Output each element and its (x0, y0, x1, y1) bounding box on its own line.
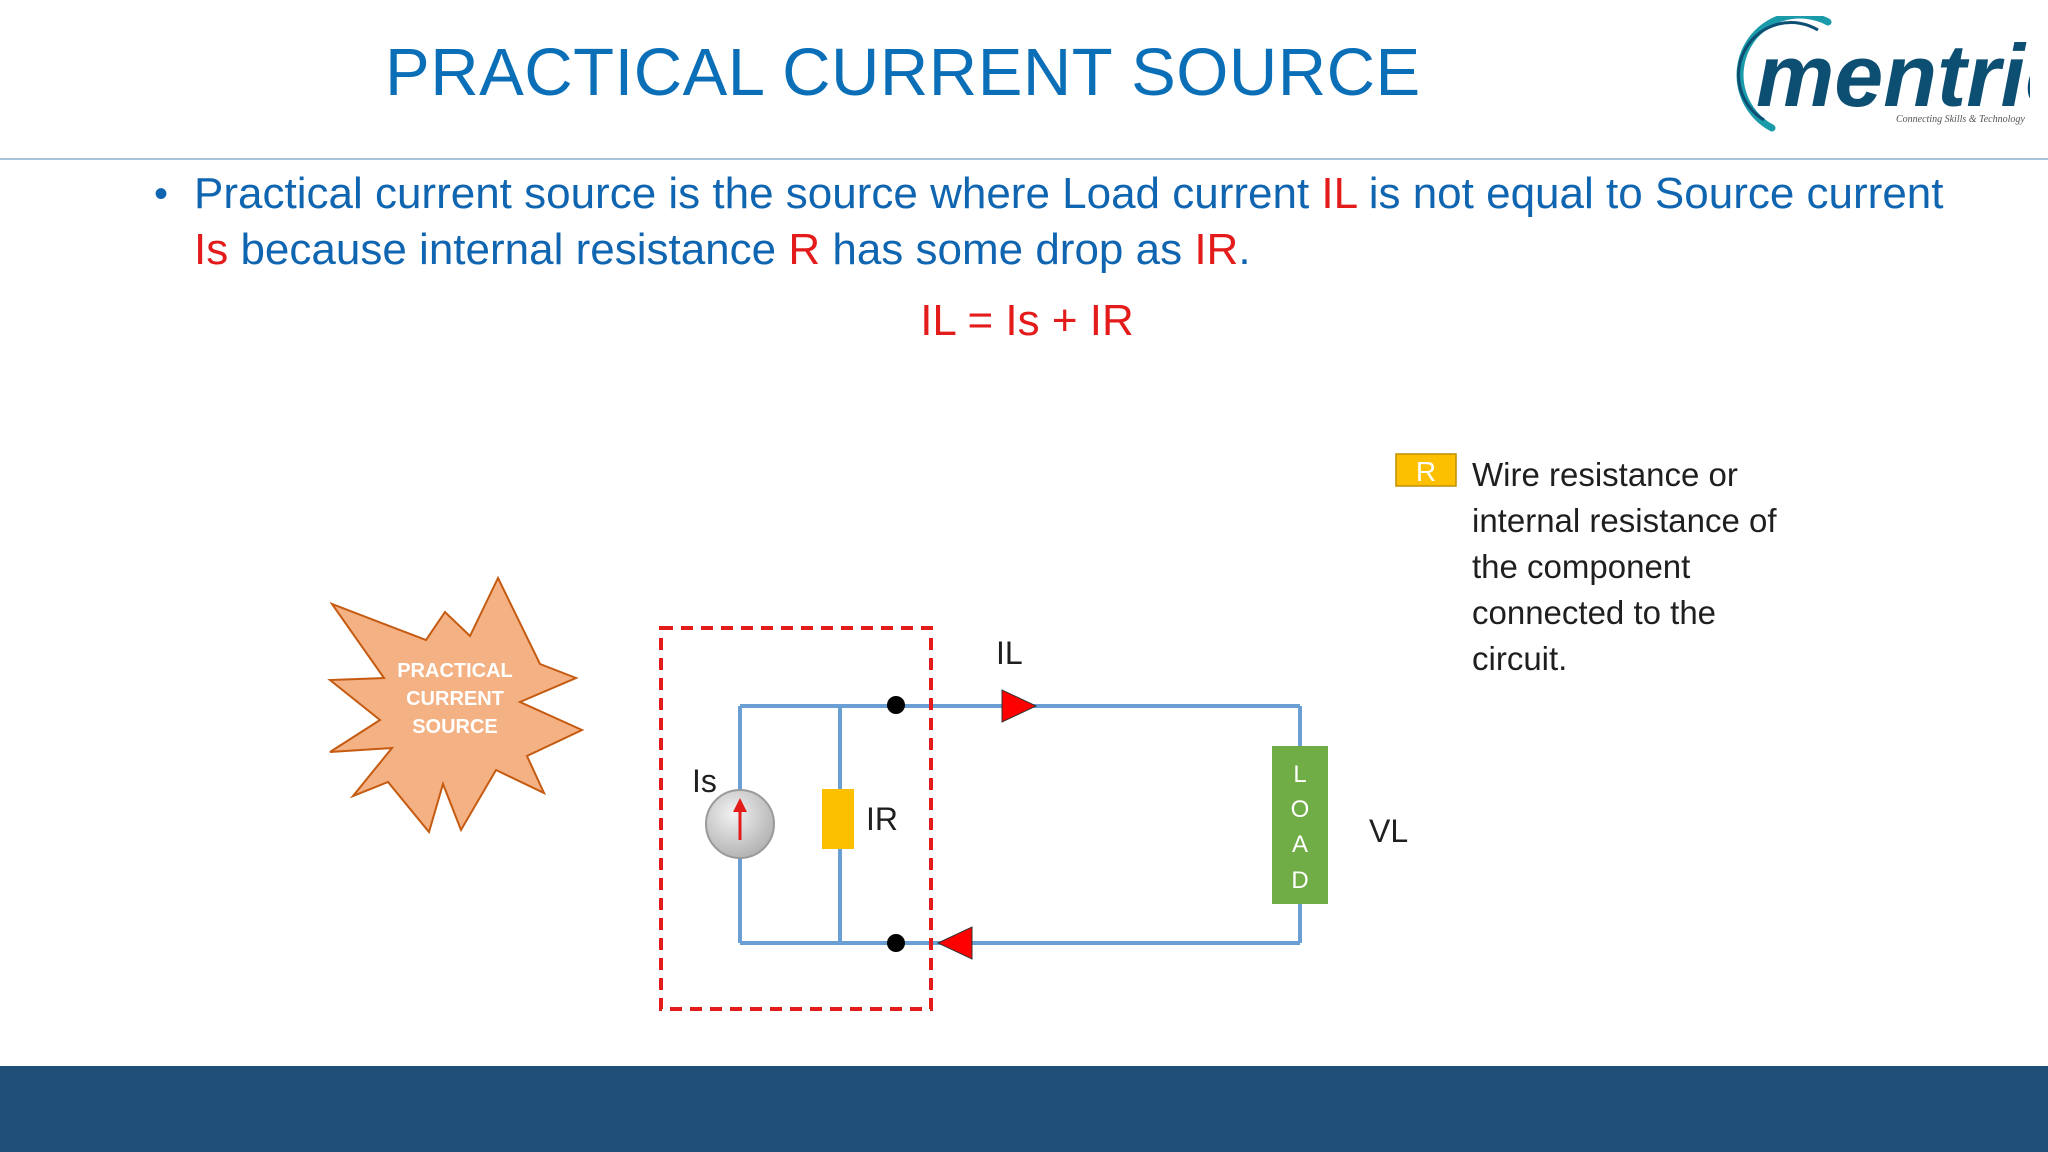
internal-resistor (822, 789, 854, 849)
header-divider (0, 158, 2048, 160)
load-resistor (1272, 746, 1328, 904)
source-label: Is (692, 763, 717, 799)
practical-source-boundary (659, 626, 933, 1011)
source-arrowhead-icon (733, 798, 747, 812)
bullet-text: Practical current source is the source w… (194, 166, 1950, 278)
starburst-line-3: SOURCE (412, 716, 498, 738)
return-current-arrow-icon (936, 926, 973, 960)
footer-bar (0, 1066, 2048, 1152)
resistor-label: IR (866, 801, 898, 837)
load-current-arrow-icon (1001, 689, 1038, 723)
load-letter-d: D (1291, 867, 1308, 894)
terminal-node-top (887, 696, 905, 714)
highlight-term: Is (194, 225, 229, 274)
logo-wordmark: mentric (1756, 26, 2030, 125)
highlight-term: R (788, 225, 821, 274)
legend-swatch (1395, 453, 1457, 487)
load-letter-l: L (1293, 761, 1306, 788)
bullet-segment: because internal resistance (228, 225, 789, 274)
bullet-segment: has some drop as (820, 225, 1195, 274)
starburst-line-2: CURRENT (406, 688, 504, 710)
highlight-term: IR (1194, 225, 1239, 274)
load-current-label: IL (996, 635, 1023, 671)
bullet-dot: • (154, 172, 169, 216)
equation: IL = Is + IR (920, 296, 1134, 345)
load-voltage-label: VL (1369, 813, 1408, 849)
logo-tagline: Connecting Skills & Technology (1896, 114, 2025, 125)
legend-description: Wire resistance or internal resistance o… (1472, 456, 1777, 677)
bullet-segment: Practical current source is the source w… (194, 169, 1322, 218)
load-letter-o: O (1291, 796, 1310, 823)
bullet-point: • Practical current source is the source… (150, 166, 1950, 278)
terminal-node-bottom (887, 934, 905, 952)
slide-title: PRACTICAL CURRENT SOURCE (385, 35, 1421, 110)
legend-swatch-label: R (1416, 456, 1436, 487)
starburst-shape (327, 575, 585, 835)
highlight-term: IL (1321, 169, 1357, 218)
bullet-segment: is not equal to Source current (1356, 169, 1944, 218)
mentric-logo: mentric Connecting Skills & Technology (1736, 16, 2030, 132)
load-letter-a: A (1292, 831, 1308, 858)
starburst-line-1: PRACTICAL (397, 660, 513, 682)
bullet-segment: . (1238, 225, 1251, 274)
